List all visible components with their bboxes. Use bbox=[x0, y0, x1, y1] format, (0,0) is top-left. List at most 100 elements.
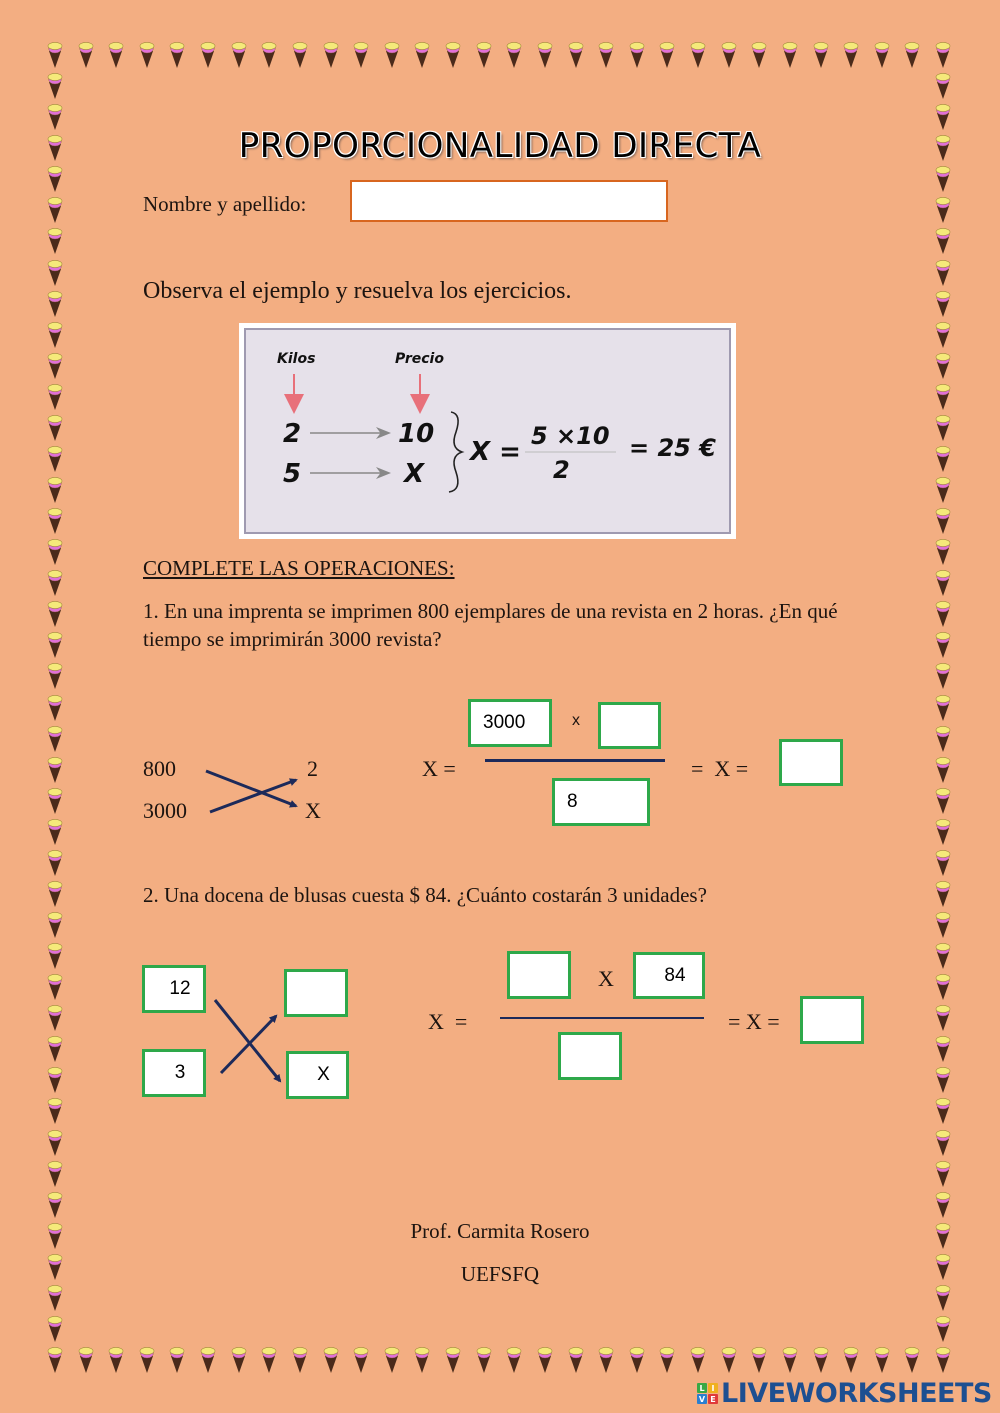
ice-cream-cone-icon bbox=[47, 787, 63, 814]
exercise1-denominator-input[interactable] bbox=[567, 781, 647, 823]
ice-cream-cone-icon bbox=[262, 42, 277, 68]
ice-cream-cone-icon bbox=[935, 135, 951, 162]
ice-cream-cone-icon bbox=[262, 1347, 277, 1373]
ice-cream-cone-icon bbox=[721, 42, 736, 68]
exercise1-right-top: 2 bbox=[307, 756, 318, 781]
ice-cream-cone-icon bbox=[690, 1347, 706, 1373]
exercise2-left-bottom-box[interactable] bbox=[142, 1049, 206, 1097]
ice-cream-cone-icon bbox=[47, 290, 63, 317]
ice-cream-cone-icon bbox=[47, 383, 63, 410]
ice-cream-cone-icon bbox=[813, 1347, 828, 1373]
exercise2-result-input[interactable] bbox=[815, 999, 861, 1041]
exercise2-numerator-box1[interactable] bbox=[507, 951, 571, 999]
ice-cream-cone-icon bbox=[935, 881, 951, 907]
ice-cream-cone-icon bbox=[721, 1347, 736, 1373]
example-denominator: 2 bbox=[553, 456, 570, 484]
ice-cream-cone-icon bbox=[935, 694, 951, 721]
ice-cream-cone-icon bbox=[476, 1347, 491, 1373]
exercise1-left-top: 800 bbox=[143, 756, 176, 781]
exercise1-numerator-input2[interactable] bbox=[613, 705, 658, 746]
ice-cream-cone-icon bbox=[415, 1347, 430, 1373]
ice-cream-cone-icon bbox=[813, 42, 828, 68]
ice-cream-cone-icon bbox=[782, 42, 798, 68]
ice-cream-cone-icon bbox=[231, 42, 247, 68]
exercise2-numerator-box2[interactable] bbox=[633, 952, 705, 999]
exercise2-numerator-input2[interactable] bbox=[648, 955, 702, 996]
exercise1-result-input[interactable] bbox=[794, 742, 840, 783]
ice-cream-cone-icon bbox=[47, 943, 63, 970]
ice-cream-cone-icon bbox=[47, 352, 63, 379]
exercise1-numerator-box2[interactable] bbox=[598, 702, 661, 749]
ice-cream-cone-icon bbox=[353, 1347, 369, 1373]
logo-text: LIVEWORKSHEETS bbox=[721, 1378, 992, 1409]
ice-cream-cone-icon bbox=[47, 818, 63, 845]
example-precio-label: Precio bbox=[395, 351, 444, 367]
ice-cream-cone-icon bbox=[47, 849, 63, 876]
exercise2-left-top-box[interactable] bbox=[142, 965, 206, 1013]
exercise1-denominator-box[interactable] bbox=[552, 778, 650, 826]
page-title: PROPORCIONALIDAD DIRECTA bbox=[238, 126, 762, 166]
ice-cream-cone-icon bbox=[935, 974, 951, 1001]
ice-cream-cone-icon bbox=[78, 1347, 93, 1373]
exercise2-left-bottom-input[interactable] bbox=[157, 1052, 203, 1094]
exercise2-right-top-box[interactable] bbox=[284, 969, 348, 1017]
ice-cream-cone-icon bbox=[47, 259, 63, 286]
ice-cream-cone-icon bbox=[935, 849, 951, 876]
ice-cream-cone-icon bbox=[47, 725, 63, 752]
ice-cream-cone-icon bbox=[292, 42, 308, 68]
ice-cream-cone-icon bbox=[200, 42, 216, 68]
exercise2-denominator-input[interactable] bbox=[573, 1035, 619, 1077]
name-input[interactable] bbox=[350, 180, 668, 222]
exercise2-numerator-input1[interactable] bbox=[522, 954, 568, 996]
ice-cream-cone-icon bbox=[843, 1347, 859, 1373]
section-heading: COMPLETE LAS OPERACIONES: bbox=[143, 556, 455, 580]
ice-cream-cone-icon bbox=[935, 104, 951, 131]
exercise2-right-bottom-box[interactable] bbox=[286, 1051, 349, 1099]
ice-cream-cone-icon bbox=[139, 42, 155, 68]
exercise2-left-top-input[interactable] bbox=[157, 968, 203, 1010]
ice-cream-cone-icon bbox=[47, 414, 63, 441]
ice-cream-cone-icon bbox=[445, 1347, 461, 1373]
ice-cream-cone-icon bbox=[935, 1160, 951, 1187]
exercise2-right-bottom-input[interactable] bbox=[301, 1054, 346, 1096]
ice-cream-cone-icon bbox=[935, 1005, 951, 1032]
example-arrows-icon bbox=[284, 374, 616, 493]
example-kilos-label: Kilos bbox=[277, 351, 316, 367]
exercise2-denominator-box[interactable] bbox=[558, 1032, 622, 1080]
ice-cream-cone-icon bbox=[47, 508, 63, 535]
ice-cream-cone-icon bbox=[935, 601, 951, 628]
exercise1-numerator-box1[interactable] bbox=[468, 699, 552, 747]
logo-letter-i: I bbox=[708, 1383, 718, 1393]
live-logo-icon: L I V E bbox=[697, 1383, 718, 1404]
ice-cream-cone-icon bbox=[660, 1347, 675, 1373]
ice-cream-cone-icon bbox=[935, 259, 951, 286]
ice-cream-cone-icon bbox=[935, 1222, 951, 1249]
ice-cream-cone-icon bbox=[47, 1222, 63, 1249]
ice-cream-cone-icon bbox=[935, 1284, 951, 1311]
ice-cream-cone-icon bbox=[568, 1347, 583, 1373]
ice-cream-cone-icon bbox=[47, 321, 63, 348]
exercise2-right-top-input[interactable] bbox=[299, 972, 345, 1014]
ice-cream-cone-icon bbox=[935, 446, 951, 472]
ice-cream-cone-icon bbox=[935, 42, 951, 68]
ice-cream-cone-icon bbox=[690, 42, 706, 68]
ice-cream-cone-icon bbox=[935, 943, 951, 970]
ice-cream-cone-icon bbox=[935, 383, 951, 410]
ice-cream-cone-icon bbox=[47, 1191, 63, 1218]
exercise2-result-box[interactable] bbox=[800, 996, 864, 1044]
ice-cream-cone-icon bbox=[935, 539, 951, 566]
ice-cream-cone-icon bbox=[935, 290, 951, 317]
ice-cream-cone-icon bbox=[935, 570, 951, 597]
ice-cream-cone-icon bbox=[170, 1347, 185, 1373]
author-name: Prof. Carmita Rosero bbox=[410, 1219, 590, 1243]
ice-cream-cone-icon bbox=[139, 1347, 155, 1373]
example-figure: Kilos Precio 2 10 5 X X = 5 ×10 2 = 25 € bbox=[239, 323, 736, 539]
exercise1-result-box[interactable] bbox=[779, 739, 843, 786]
ice-cream-cone-icon bbox=[47, 446, 63, 472]
ice-cream-cone-icon bbox=[47, 1098, 63, 1125]
ice-cream-cone-icon bbox=[415, 42, 430, 68]
ice-cream-cone-icon bbox=[108, 42, 124, 68]
liveworksheets-logo[interactable]: L I V E LIVEWORKSHEETS bbox=[697, 1378, 992, 1409]
name-field-label: Nombre y apellido: bbox=[143, 192, 307, 216]
exercise1-numerator-input1[interactable] bbox=[483, 702, 549, 744]
